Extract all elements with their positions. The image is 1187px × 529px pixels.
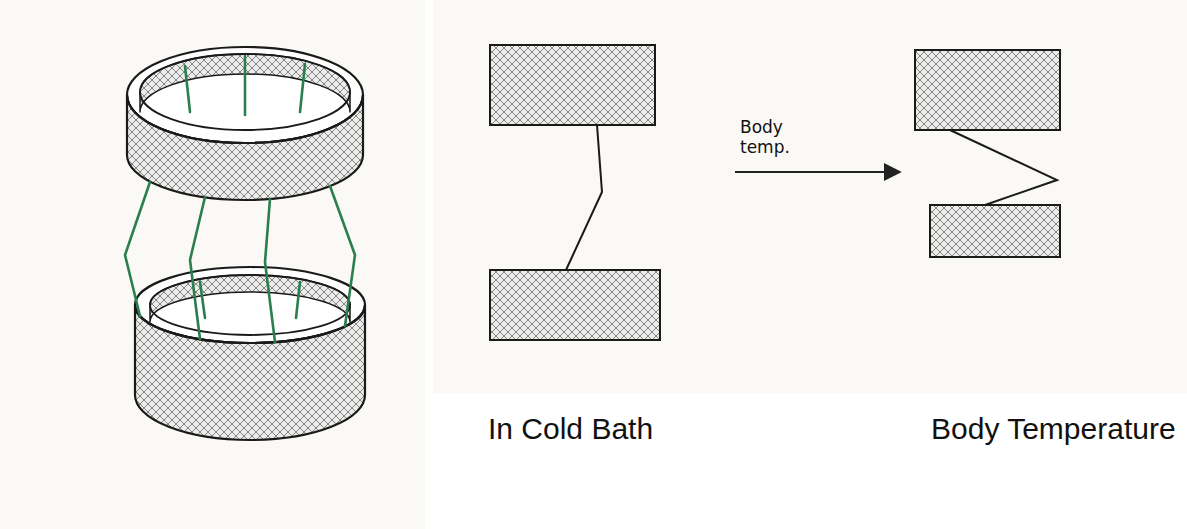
arrow-label: Body temp. (740, 118, 810, 157)
cold-bath-state (490, 45, 660, 340)
stent-illustration (127, 47, 365, 440)
state-caption: In Cold Bath (488, 412, 748, 447)
left-panel (0, 0, 425, 529)
state-caption: Body Temperature (931, 412, 1181, 447)
body-temp-state (915, 50, 1060, 257)
transition-arrow (735, 171, 900, 173)
strut-wires (125, 56, 355, 342)
right-panel (433, 0, 1187, 393)
